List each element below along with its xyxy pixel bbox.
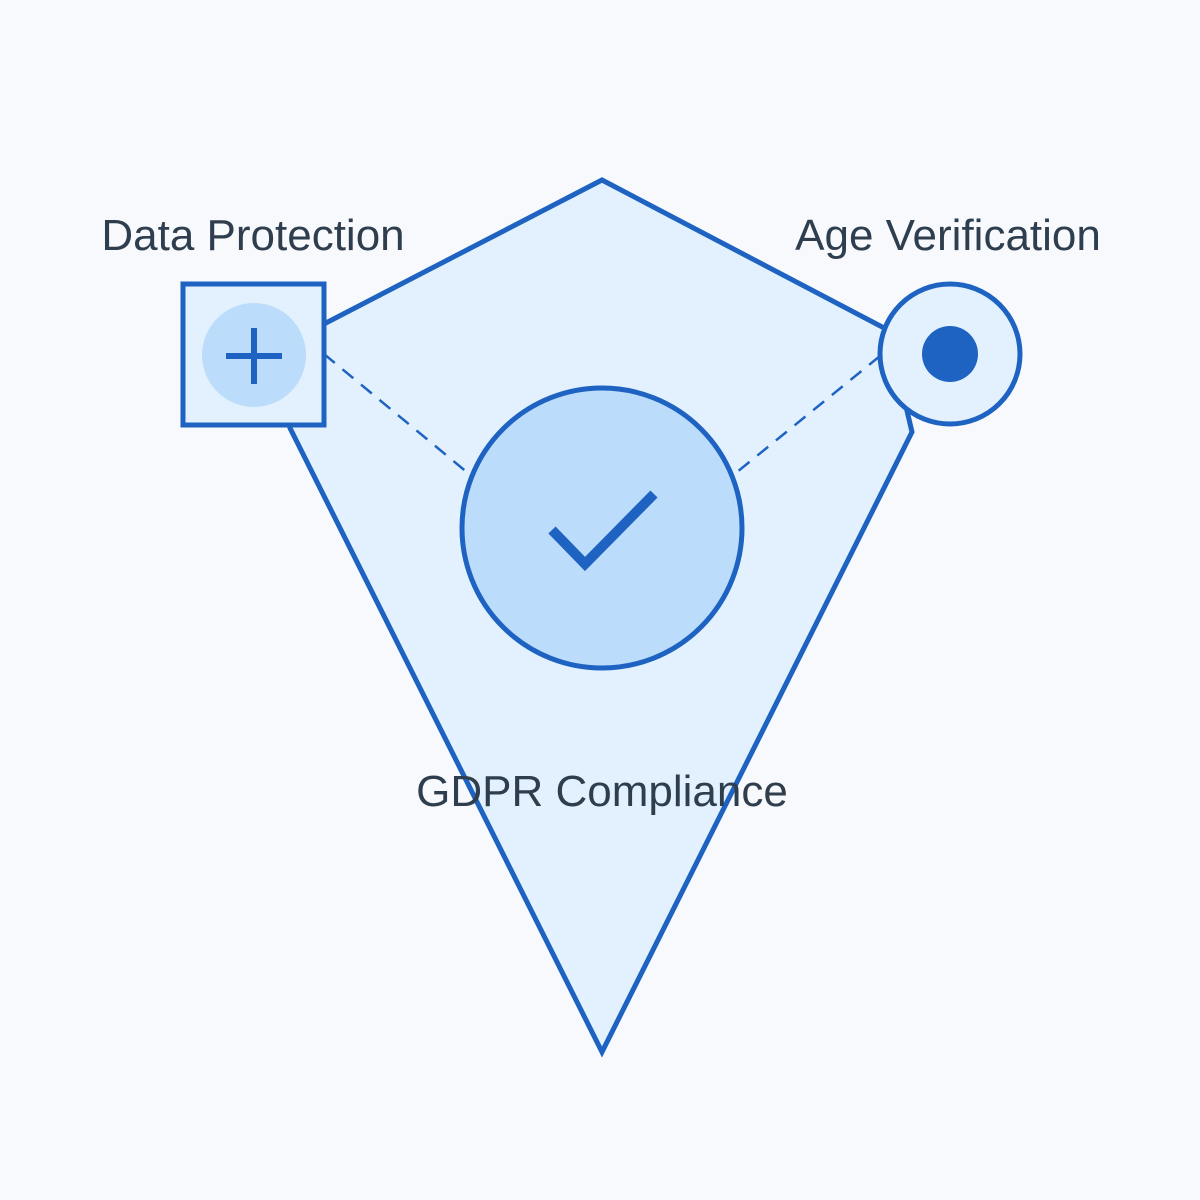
dot-icon bbox=[922, 326, 978, 382]
center-node bbox=[459, 385, 745, 671]
data-protection-node bbox=[180, 281, 327, 428]
age-verification-label: Age Verification bbox=[795, 211, 1101, 260]
center-circle bbox=[459, 385, 745, 671]
checkmark-icon bbox=[548, 490, 658, 572]
data-protection-label: Data Protection bbox=[101, 211, 404, 260]
plus-icon bbox=[226, 328, 282, 384]
gdpr-compliance-caption: GDPR Compliance bbox=[416, 767, 788, 816]
age-verification-node bbox=[877, 281, 1023, 427]
